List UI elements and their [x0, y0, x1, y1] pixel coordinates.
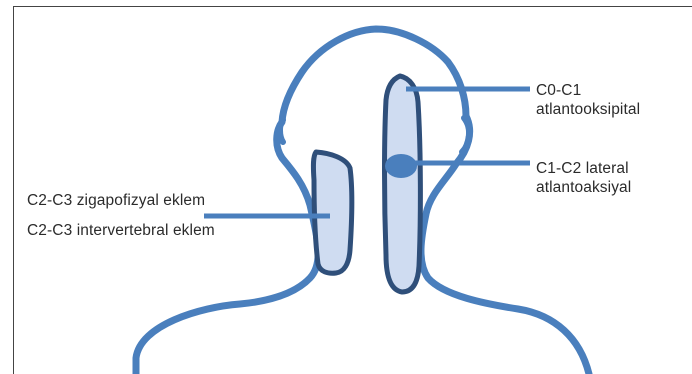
label-c1-c2-line2: atlantoaksiyal	[536, 178, 631, 197]
ear-right	[462, 118, 469, 152]
label-c2-c3-zygapophyseal: C2-C3 zigapofizyal eklem	[27, 191, 205, 210]
label-c0-c1-line1: C0-C1	[536, 81, 640, 100]
vertebral-column-large	[385, 76, 421, 292]
vertebral-column-small	[313, 152, 351, 273]
label-c0-c1-line2: atlantooksipital	[536, 100, 640, 119]
label-c1-c2-line1: C1-C2 lateral	[536, 159, 631, 178]
atlantoaxial-oval	[385, 154, 417, 178]
ear-left	[280, 120, 283, 142]
label-c0-c1: C0-C1 atlantooksipital	[536, 81, 640, 119]
label-c2-c3-intervertebral: C2-C3 intervertebral eklem	[27, 221, 215, 240]
label-c1-c2: C1-C2 lateral atlantoaksiyal	[536, 159, 631, 197]
